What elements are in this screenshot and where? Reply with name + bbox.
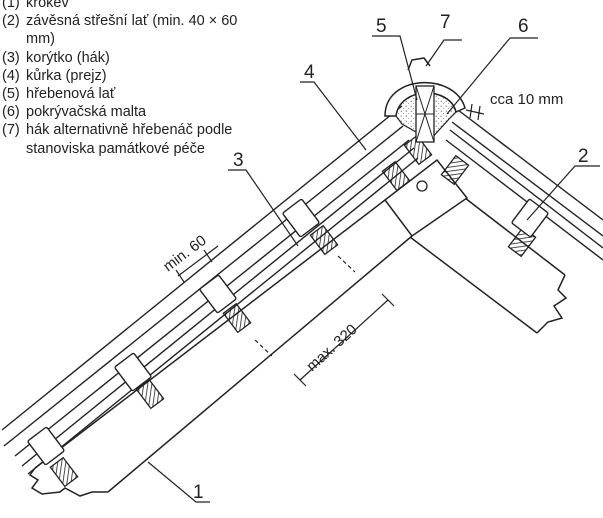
leader-lines xyxy=(147,35,600,503)
dimension-min xyxy=(175,245,219,283)
battens-left xyxy=(49,134,433,488)
legend-item-2: (2) závěsná střešní lať (min. 40 × 60 mm… xyxy=(2,13,238,48)
tile-hooks-right xyxy=(511,198,549,238)
dimension-min-label: min. 60 xyxy=(160,232,210,275)
hidden-lines xyxy=(254,255,356,357)
rafter-right xyxy=(409,197,568,334)
rafter-left xyxy=(28,199,413,497)
dimension-gap-label: cca 10 mm xyxy=(490,91,563,108)
callout-3: 3 xyxy=(233,150,244,171)
legend-item-5: (5) hřebenová lať xyxy=(2,86,116,103)
legend-item-3: (3) korýtko (hák) xyxy=(2,49,110,66)
tile-hooks-left xyxy=(27,198,320,466)
legend-item-6: (6) pokrývačská malta xyxy=(2,104,147,121)
callout-2: 2 xyxy=(578,146,589,167)
callout-4: 4 xyxy=(304,62,315,83)
dimension-gap xyxy=(465,103,485,121)
callout-7: 7 xyxy=(440,12,451,33)
legend-item-1: (1) krokev xyxy=(2,0,69,11)
callout-6: 6 xyxy=(518,16,529,37)
legend-item-7: (7) hák alternativně hřebenáč podle stan… xyxy=(2,122,233,157)
dimension-max-label: max. 320 xyxy=(303,321,360,375)
dimension-max xyxy=(293,293,395,387)
legend-item-4: (4) kůrka (prejz) xyxy=(2,67,107,84)
tiles-right xyxy=(445,109,603,261)
legend: (1) krokev (2) závěsná střešní lať (min.… xyxy=(2,0,242,158)
ridge-tile xyxy=(384,57,466,143)
callout-1: 1 xyxy=(193,482,204,503)
callout-5: 5 xyxy=(376,16,387,37)
